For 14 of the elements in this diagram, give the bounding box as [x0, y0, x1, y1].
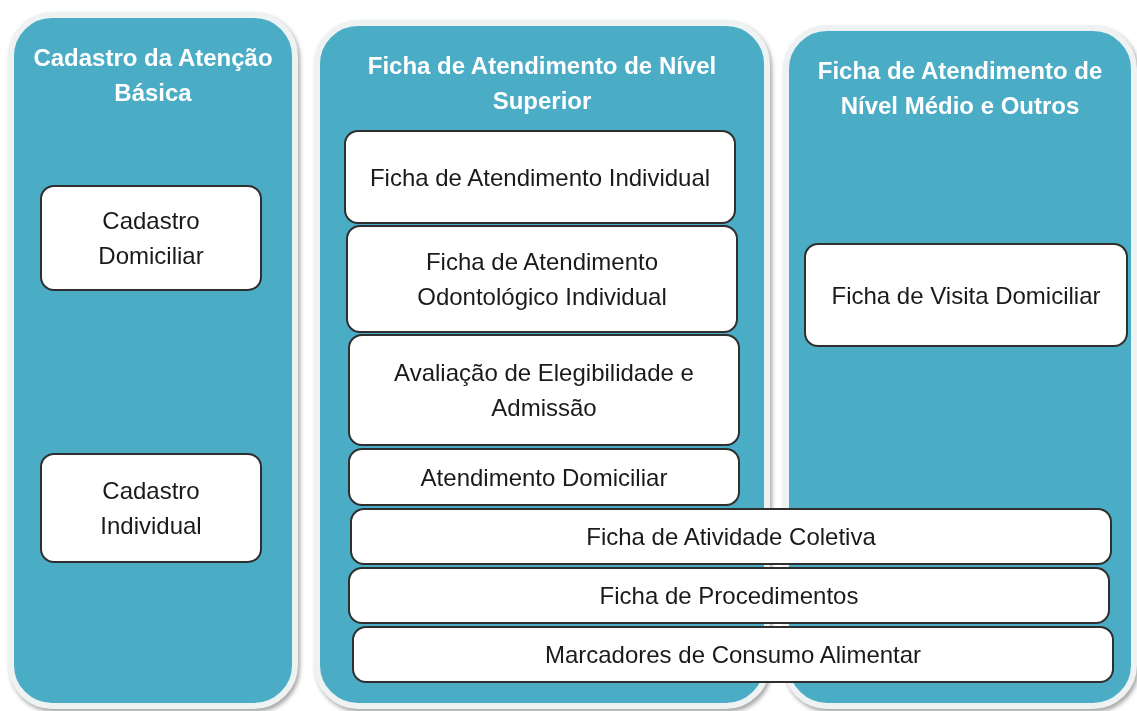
form-box: Ficha de Atendimento Odontológico Individual [346, 225, 738, 333]
form-box: Ficha de Visita Domiciliar [804, 243, 1128, 347]
form-box: Avaliação de Elegibilidade e Admissão [348, 334, 740, 446]
form-box: Cadastro Domiciliar [40, 185, 262, 291]
form-box: Marcadores de Consumo Alimentar [352, 626, 1114, 683]
column-panel [8, 12, 298, 709]
form-box: Atendimento Domiciliar [348, 448, 740, 506]
form-box: Ficha de Procedimentos [348, 567, 1110, 624]
form-box: Cadastro Individual [40, 453, 262, 563]
panel-title: Ficha de Atendimento de Nível Superior [366, 51, 718, 116]
panel-title: Cadastro da Atenção Básica [32, 43, 274, 108]
form-box: Ficha de Atividade Coletiva [350, 508, 1112, 565]
panel-title: Ficha de Atendimento de Nível Médio e Outros [816, 56, 1104, 121]
form-box: Ficha de Atendimento Individual [344, 130, 736, 224]
